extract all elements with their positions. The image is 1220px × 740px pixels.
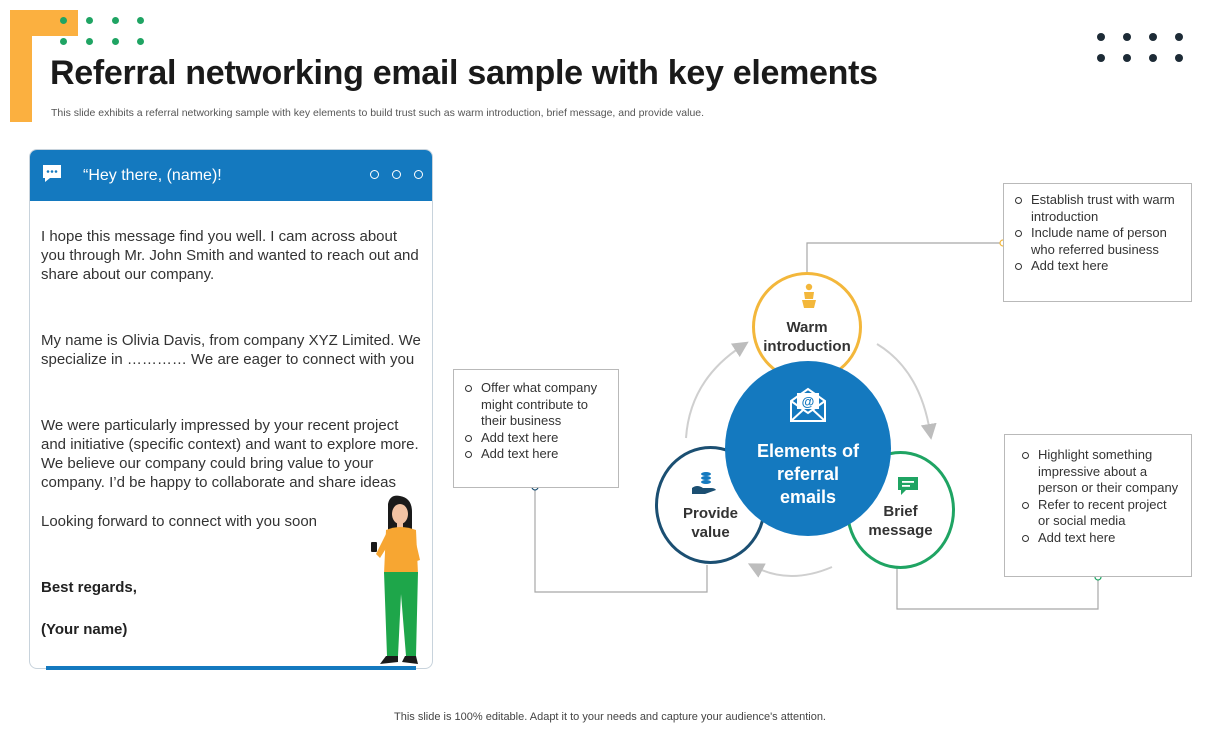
chat-bubble-icon (43, 165, 61, 182)
corner-decoration-top (10, 10, 78, 36)
corner-decoration (10, 10, 32, 122)
email-paragraph-1: I hope this message find you well. I cam… (41, 228, 419, 283)
email-paragraph-3: We were particularly impressed by your r… (41, 417, 419, 491)
note-item: Refer to recent project or social media (1021, 497, 1181, 530)
note-item: Add text here (464, 430, 608, 447)
email-card-bottom-bar (46, 666, 416, 670)
hand-coins-icon (692, 472, 716, 494)
email-card-header: “Hey there, (name)! (30, 150, 432, 201)
note-item: Add text here (1014, 258, 1181, 275)
note-item: Establish trust with warm introduction (1014, 192, 1181, 225)
presenter-icon (802, 283, 816, 308)
page-title: Referral networking email sample with ke… (50, 54, 878, 92)
note-brief-message: Highlight something impressive about a p… (1004, 434, 1192, 577)
note-item: Offer what company might contribute to t… (464, 380, 608, 430)
note-item: Include name of person who referred busi… (1014, 225, 1181, 258)
email-paragraph-2: My name is Olivia Davis, from company XY… (41, 332, 421, 368)
email-signature: (Your name) (41, 621, 128, 638)
woman-with-phone-illustration (371, 495, 420, 664)
note-warm-introduction: Establish trust with warm introduction I… (1003, 183, 1192, 302)
note-item: Highlight something impressive about a p… (1021, 447, 1181, 497)
email-card: “Hey there, (name)! I hope this message … (29, 149, 433, 669)
email-greeting: “Hey there, (name)! (83, 167, 222, 184)
page-footer: This slide is 100% editable. Adapt it to… (394, 711, 826, 723)
note-item: Add text here (464, 446, 608, 463)
email-paragraph-4: Looking forward to connect with you soon (41, 513, 317, 530)
note-item: Add text here (1021, 530, 1181, 547)
svg-text:@: @ (802, 394, 815, 409)
email-envelope-icon: @ (790, 387, 826, 422)
note-provide-value: Offer what company might contribute to t… (453, 369, 619, 488)
page-subtitle: This slide exhibits a referral networkin… (51, 107, 705, 119)
message-icon (898, 477, 918, 495)
email-signoff: Best regards, (41, 579, 137, 596)
